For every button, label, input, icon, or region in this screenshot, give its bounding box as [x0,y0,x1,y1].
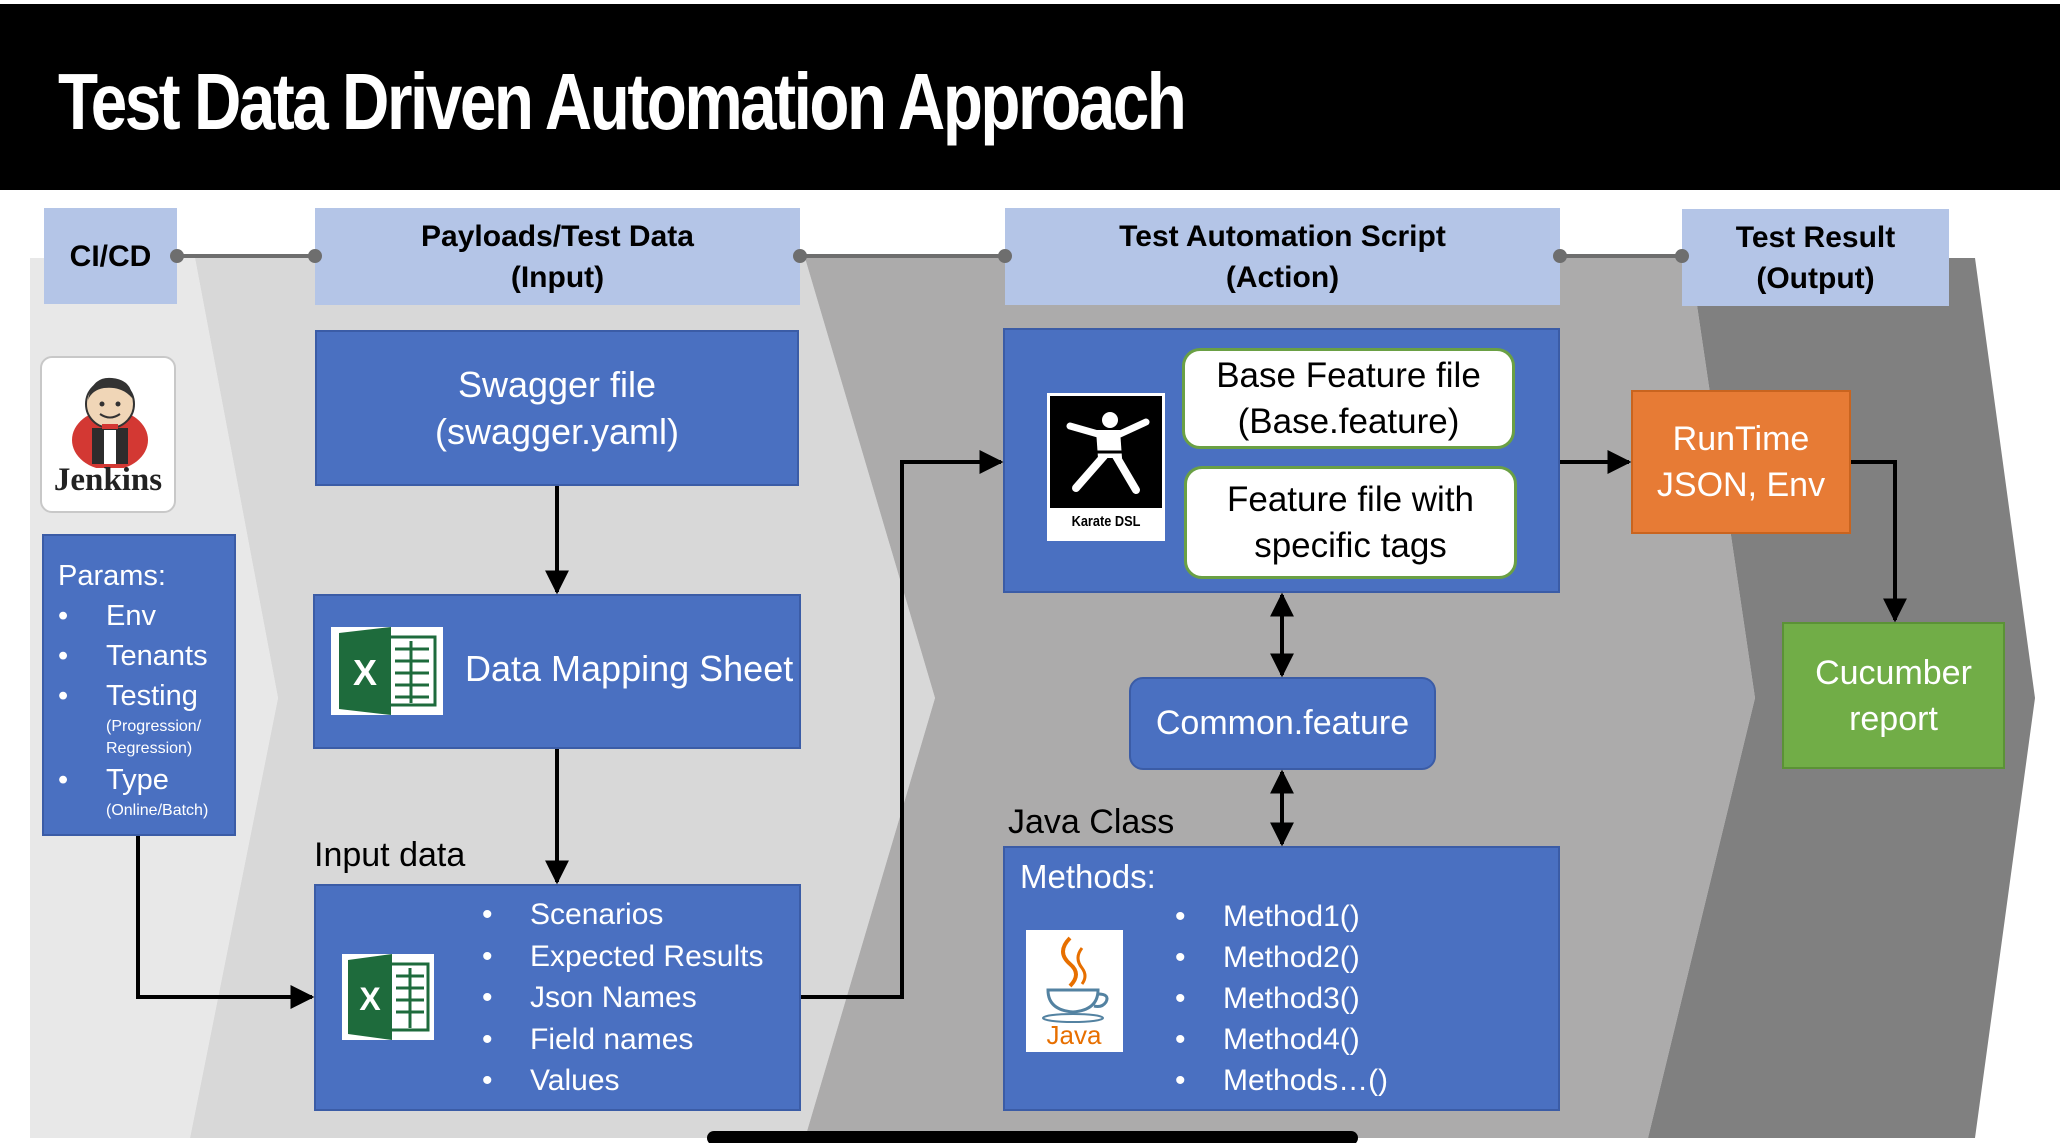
params-type-note: (Online/Batch) [106,802,209,819]
header-payloads-line1: Payloads/Test Data [421,219,694,253]
arrow-runtime-cucumber [1851,460,1907,623]
params-title: Params: [58,560,166,592]
bottom-scroll-bar [707,1131,1358,1143]
methods-title: Methods: [1020,858,1156,895]
runtime-line2: JSON, Env [1656,466,1826,504]
jenkins-logo: Jenkins [40,356,176,513]
tags-feature-line2: specific tags [1254,525,1447,565]
input-data-list: Scenarios Expected Results Json Names Fi… [482,894,763,1102]
input-item-values: Values [482,1060,763,1102]
input-item-json-names: Json Names [482,977,763,1019]
input-item-field-names: Field names [482,1019,763,1061]
cucumber-report-box: Cucumber report [1782,622,2005,769]
header-payloads-line2: (Input) [510,260,605,294]
header-script: Test Automation Script (Action) [1005,208,1560,305]
header-result-line1: Test Result [1735,220,1896,254]
method-item-3: Method3() [1175,978,1388,1019]
excel-icon-letter: X [359,981,381,1017]
java-logo-text: Java [1047,1020,1102,1050]
method-item-4: Method4() [1175,1019,1388,1060]
methods-list: Method1() Method2() Method3() Method4() … [1175,896,1388,1101]
runtime-box: RunTime JSON, Env [1631,390,1851,534]
header-cicd: CI/CD [44,208,177,304]
input-item-expected: Expected Results [482,936,763,978]
params-box: Params: Env Tenants Testing (Progression… [42,534,236,836]
swagger-line1: Swagger file [457,364,657,405]
header-script-line2: (Action) [1225,260,1340,294]
method-item-1: Method1() [1175,896,1388,937]
header-result: Test Result (Output) [1682,209,1949,306]
karate-logo-text: Karate DSL [1071,513,1141,530]
java-cup-icon: Java [1026,930,1123,1052]
karate-fighter-icon [1050,396,1162,508]
title-bar [0,4,2060,190]
header-result-line2: (Output) [1756,261,1875,295]
input-item-scenarios: Scenarios [482,894,763,936]
params-item-tenants: Tenants [58,636,234,676]
base-feature-line1: Base Feature file [1216,355,1481,395]
jenkins-label: Jenkins [53,462,163,498]
input-data-box: X Scenarios Expected Results Json Names … [314,884,801,1111]
mapping-label: Data Mapping Sheet [465,648,794,689]
arrow-params-input [136,836,315,1009]
input-data-caption: Input data [314,836,466,874]
tags-feature-line1: Feature file with [1226,479,1475,519]
header-cicd-label: CI/CD [69,239,152,273]
params-list: Env Tenants Testing (Progression/ Regres… [58,596,234,822]
params-item-type: Type (Online/Batch) [58,760,234,822]
cucumber-line1: Cucumber [1815,653,1972,692]
runtime-line1: RunTime [1672,420,1810,458]
common-feature-label: Common.feature [1155,704,1410,742]
header-script-line1: Test Automation Script [1119,219,1446,253]
params-item-testing: Testing (Progression/ Regression) [58,676,234,760]
jenkins-butler-icon [72,377,148,468]
params-testing-note-1: (Progression/ [106,718,202,735]
params-item-env: Env [58,596,234,636]
excel-icon: X [331,627,443,715]
header-payloads: Payloads/Test Data (Input) [315,208,800,305]
base-feature-line2: (Base.feature) [1237,401,1460,441]
params-testing-note-2: Regression) [106,740,193,757]
excel-icon: X [342,954,434,1040]
tags-feature-pill: Feature file with specific tags [1184,466,1517,579]
method-item-5: Methods…() [1175,1060,1388,1101]
swagger-box: Swagger file (swagger.yaml) [315,330,799,486]
method-item-2: Method2() [1175,937,1388,978]
java-class-caption: Java Class [1008,803,1175,841]
base-feature-pill: Base Feature file (Base.feature) [1182,348,1515,449]
mapping-box: X Data Mapping Sheet [313,594,801,749]
excel-icon-letter: X [353,652,377,693]
karate-logo: Karate DSL [1047,393,1165,541]
common-feature-box: Common.feature [1129,677,1436,770]
arrow-input-karate [801,450,1004,999]
cucumber-line2: report [1849,699,1938,738]
page-title: Test Data Driven Automation Approach [58,57,1187,146]
karate-box: Karate DSL Base Feature file (Base.featu… [1003,328,1560,593]
swagger-line2: (swagger.yaml) [434,411,680,452]
java-methods-box: Methods: Java Method1() Method2() Method… [1003,846,1560,1111]
